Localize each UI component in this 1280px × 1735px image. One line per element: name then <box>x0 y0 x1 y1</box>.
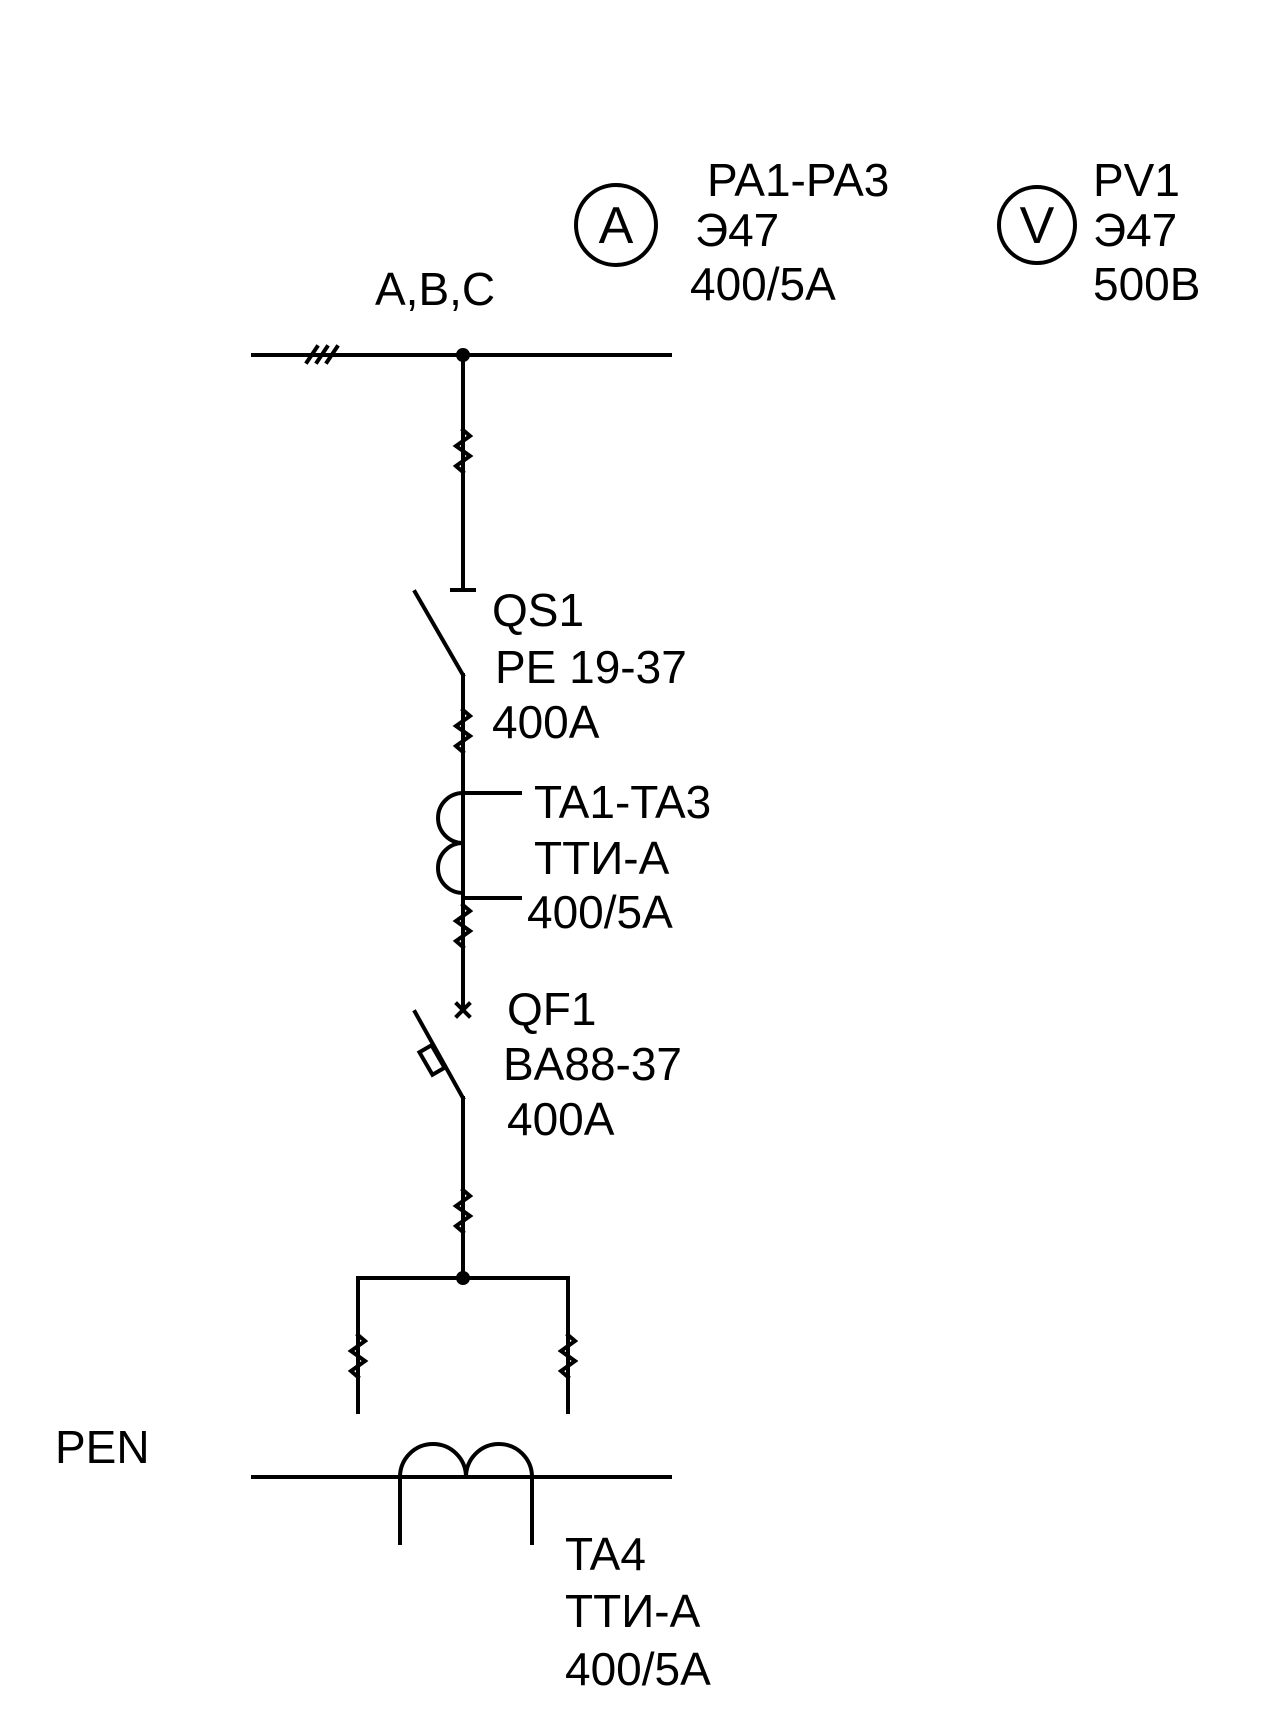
ta1-line-1: TA1-TA3 <box>534 776 711 828</box>
ta4-line-1: TA4 <box>565 1528 646 1580</box>
feeder-upper <box>450 353 476 592</box>
ta4-line-3: 400/5А <box>565 1643 711 1695</box>
qf1-line-1: QF1 <box>507 983 596 1035</box>
voltmeter-line-3: 500B <box>1093 258 1200 310</box>
qs1-line-1: QS1 <box>492 584 584 636</box>
ammeter-line-3: 400/5A <box>690 258 836 310</box>
qs1-line-3: 400A <box>492 696 600 748</box>
bus-label: A,B,C <box>375 263 495 315</box>
ta1-line-3: 400/5А <box>527 886 673 938</box>
voltmeter-letter: V <box>1020 197 1055 255</box>
voltmeter-symbol: V <box>997 185 1077 265</box>
qs1-line-2: PE 19-37 <box>495 641 687 693</box>
circuit-breaker-qf1 <box>412 1009 474 1285</box>
qf1-line-2: BA88-37 <box>503 1038 682 1090</box>
output-branches <box>347 1276 579 1414</box>
ta1-line-2: ТТИ-А <box>534 832 670 884</box>
current-transformer-ta4 <box>397 1442 535 1545</box>
disconnector-qs1 <box>412 589 474 792</box>
qf1-line-3: 400A <box>507 1093 615 1145</box>
current-transformer-ta1-ta3 <box>436 788 522 1019</box>
ammeter-line-2: Э47 <box>695 204 779 256</box>
voltmeter-line-2: Э47 <box>1093 204 1177 256</box>
ta4-line-2: ТТИ-А <box>565 1585 701 1637</box>
ammeter-line-1: PA1-PA3 <box>707 154 889 206</box>
pen-label: PEN <box>55 1421 150 1473</box>
voltmeter-line-1: PV1 <box>1093 154 1180 206</box>
ammeter-symbol: A <box>574 183 658 267</box>
ammeter-letter: A <box>599 197 634 255</box>
